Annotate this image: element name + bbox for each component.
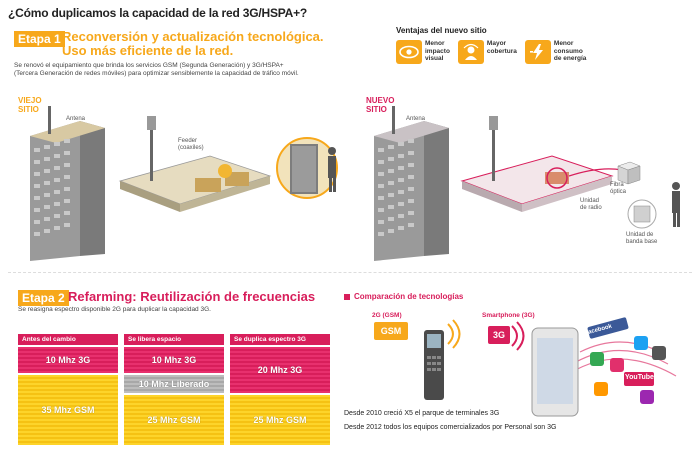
stage2-tag: Etapa 2 (18, 290, 69, 306)
advantage-coverage-label-2: cobertura (486, 47, 517, 55)
badge-3g: 3G (488, 326, 510, 344)
phone-2g-label: 2G (GSM) (372, 312, 402, 319)
band-3g: 20 Mhz 3G (230, 347, 330, 393)
old-cabinet (276, 137, 338, 199)
stage1-tag: Etapa 1 (14, 31, 65, 47)
old-site-label: VIEJO SITIO (18, 96, 42, 114)
advantage-visual: Menor impacto visual (396, 40, 450, 64)
footer-note-2: Desde 2012 todos los equipos comercializ… (344, 424, 557, 431)
footer-note-1: Desde 2010 creció X5 el parque de termin… (344, 410, 500, 417)
advantage-visual-label: Menor impacto visual (425, 40, 450, 64)
advantages-list: Menor impacto visual Mayor cobertura Men… (396, 40, 586, 64)
radio-unit-label-1: Unidad (580, 198, 600, 204)
freq-column-doubled: Se duplica espectro 3G 20 Mhz 3G 25 Mhz … (230, 334, 330, 445)
tech-comparison-title: Comparación de tecnologías (344, 292, 463, 301)
band-3g: 10 Mhz 3G (124, 347, 224, 373)
freq-column-header: Antes del cambio (18, 334, 118, 345)
signal-waves-icon (511, 321, 525, 351)
stage2-headline: Refarming: Reutilización de frecuencias (68, 289, 316, 304)
old-feeder-label-1: Feeder (178, 138, 198, 144)
app-icons (587, 317, 666, 404)
old-site-label-2: SITIO (18, 105, 39, 114)
old-feeder-label-2: (coaxiles) (178, 145, 204, 151)
fiber-optic-label-2: óptica (610, 189, 627, 195)
advantage-energy-label-1: Menor (553, 40, 574, 47)
youtube-icon: YouTube (625, 374, 654, 381)
radio-unit-label-2: de radio (580, 205, 602, 211)
gsm-badge: GSM (374, 322, 408, 340)
band-gsm: 35 Mhz GSM (18, 375, 118, 445)
new-roof-platform (460, 116, 614, 212)
stage1-headline-line1: Reconversión y actualización tecnológica… (62, 29, 324, 44)
advantage-coverage: Mayor cobertura (457, 40, 517, 64)
bullet-square-icon (344, 293, 350, 300)
baseband-unit-label: Unidad de banda base (626, 232, 657, 246)
old-feeder-label: Feeder (coaxiles) (178, 138, 204, 152)
old-antenna-label: Antena (66, 116, 86, 122)
old-roof-platform (118, 116, 272, 212)
advantage-energy-label-2: consumo (553, 47, 583, 55)
signal-waves-icon (447, 319, 461, 349)
advantage-visual-label-2: impacto (425, 47, 450, 55)
coverage-icon (457, 40, 484, 64)
band-gsm: 25 Mhz GSM (124, 395, 224, 445)
new-person (672, 182, 680, 227)
old-building (30, 106, 105, 261)
stage1-description-line2: (Tercera Generación de redes móviles) pa… (14, 70, 299, 77)
tech-comparison-title-text: Comparación de tecnologías (354, 292, 464, 301)
old-site-illustration (30, 106, 338, 261)
baseband-unit-label-2: banda base (626, 239, 658, 245)
new-site-illustration (374, 106, 680, 261)
new-antenna-label: Antena (406, 116, 426, 122)
fiber-optic-label: Fibra óptica (610, 182, 626, 196)
band-gsm: 25 Mhz GSM (230, 395, 330, 445)
page-title: ¿Cómo duplicamos la capacidad de la red … (8, 6, 308, 20)
band-freed: 10 Mhz Liberado (124, 375, 224, 393)
advantage-energy-label: Menor consumo de energía (554, 40, 587, 64)
advantage-energy: Menor consumo de energía (524, 40, 587, 64)
band-3g: 10 Mhz 3G (18, 347, 118, 373)
freq-column-before: Antes del cambio 10 Mhz 3G 35 Mhz GSM (18, 334, 118, 445)
eye-icon (396, 40, 422, 64)
stage1-headline-line2: Uso más eficiente de la red. (62, 43, 234, 58)
radio-unit (617, 161, 641, 185)
stage1-headline: Reconversión y actualización tecnológica… (62, 30, 324, 58)
radio-unit-label: Unidad de radio (580, 198, 602, 212)
smartphone-illustration (511, 317, 677, 417)
energy-icon (524, 40, 551, 64)
new-building (374, 106, 449, 261)
stage2-description: Se reasigna espectro disponible 2G para … (18, 306, 211, 313)
freq-column-freed: Se libera espacio 10 Mhz 3G 10 Mhz Liber… (124, 334, 224, 445)
freq-column-header: Se libera espacio (124, 334, 224, 345)
feature-phone-illustration (424, 319, 461, 400)
advantage-visual-label-3: visual (425, 55, 444, 62)
fiber-optic-label-1: Fibra (610, 182, 624, 188)
stage1-description-line1: Se renovó el equipamiento que brinda los… (14, 62, 284, 69)
new-site-label-2: SITIO (366, 105, 387, 114)
stage1-description: Se renovó el equipamiento que brinda los… (14, 62, 344, 78)
new-site-label: NUEVO SITIO (366, 96, 394, 114)
section-divider (8, 272, 692, 273)
advantage-coverage-label-1: Mayor (486, 40, 507, 47)
advantages-title: Ventajas del nuevo sitio (396, 26, 487, 35)
freq-column-header: Se duplica espectro 3G (230, 334, 330, 345)
old-person (328, 147, 336, 192)
baseband-unit (627, 199, 657, 229)
advantage-energy-label-3: de energía (553, 55, 587, 62)
advantage-visual-label-1: Menor (425, 40, 445, 47)
smartphone-label: Smartphone (3G) (482, 312, 535, 319)
baseband-unit-label-1: Unidad de (626, 232, 654, 238)
new-site-label-1: NUEVO (366, 96, 395, 105)
advantage-coverage-label: Mayor cobertura (487, 40, 517, 64)
old-site-label-1: VIEJO (18, 96, 42, 105)
